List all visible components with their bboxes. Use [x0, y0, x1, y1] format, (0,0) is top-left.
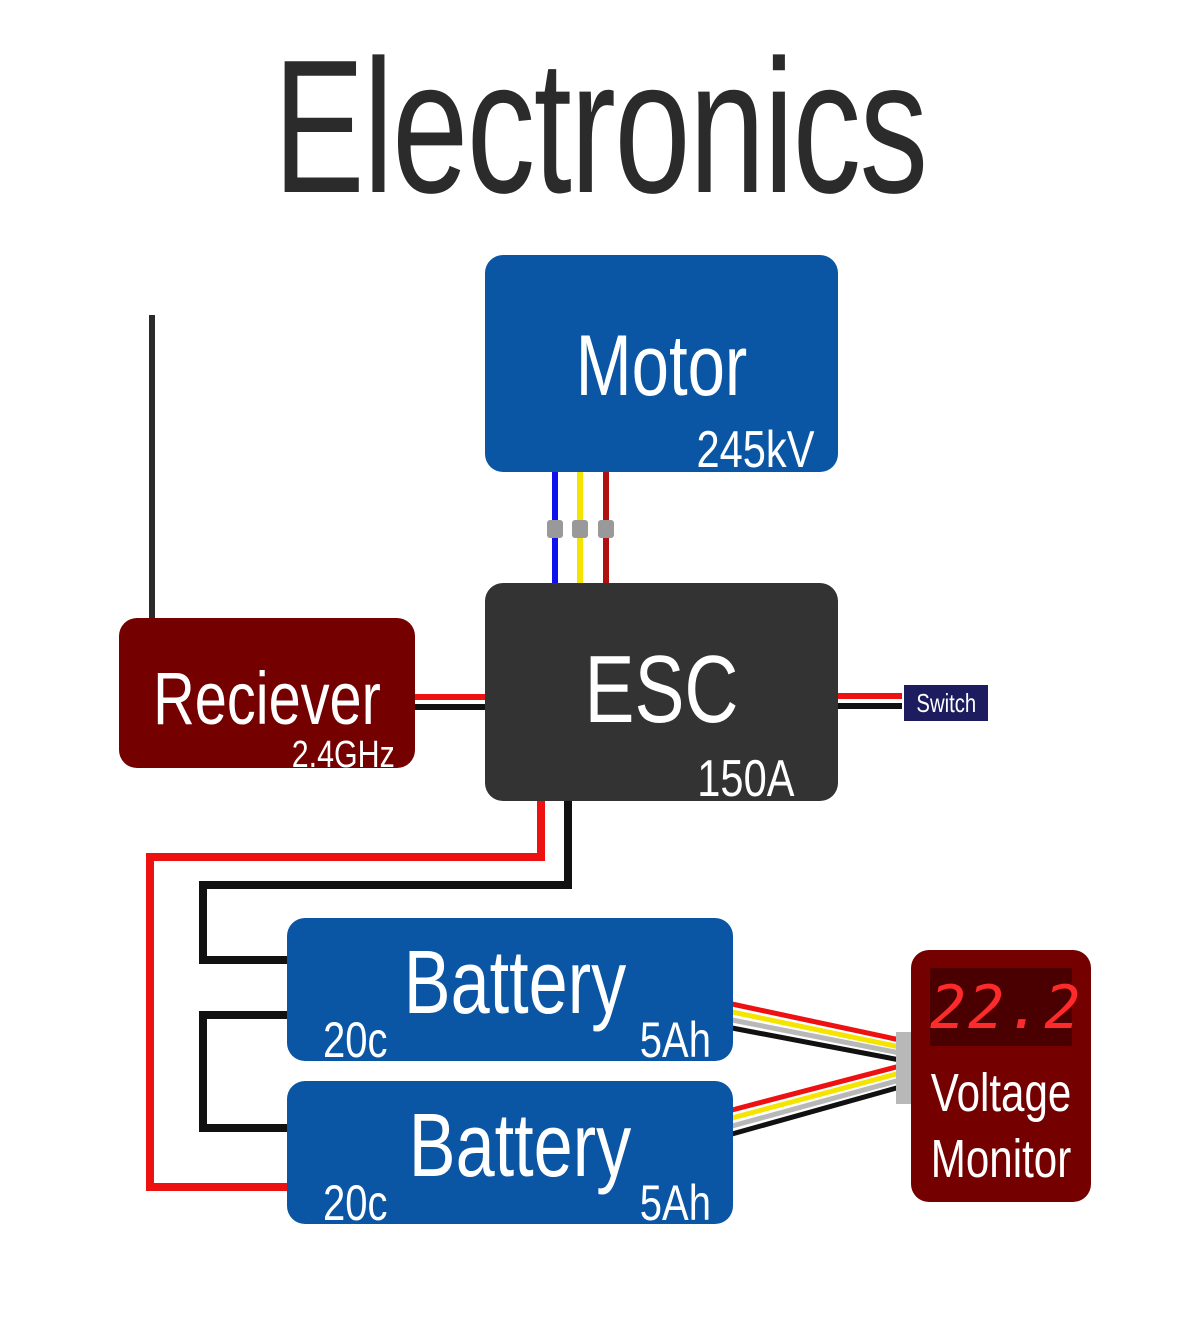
- receiver-rating: 2.4GHz: [291, 734, 395, 768]
- balance2-black: [731, 1084, 901, 1137]
- balance2-red: [731, 1063, 901, 1113]
- balance1-red: [731, 1001, 901, 1043]
- motor-label: Motor: [575, 318, 748, 414]
- battery-c-rating: 20c: [323, 1012, 388, 1061]
- battery-capacity: 5Ah: [639, 1012, 711, 1061]
- receiver-label: Reciever: [153, 657, 381, 740]
- battery-label: Battery: [403, 933, 627, 1033]
- esc-label: ESC: [584, 636, 739, 743]
- esc-box: ESC 150A: [485, 583, 838, 801]
- motor-connector-2: [572, 520, 588, 538]
- balance1-black: [731, 1025, 901, 1063]
- balance2-gray: [731, 1077, 901, 1129]
- battery-label: Battery: [408, 1096, 632, 1196]
- monitor-connector: [896, 1032, 912, 1104]
- balance1-yellow: [731, 1009, 901, 1050]
- voltage-monitor-label-1: Voltage: [930, 1063, 1072, 1123]
- battery-capacity: 5Ah: [639, 1175, 711, 1224]
- switch-label: Switch: [916, 688, 976, 718]
- power-wire-black: [199, 800, 572, 964]
- esc-rating: 150A: [696, 750, 794, 801]
- page-title: Electronics: [273, 21, 928, 233]
- motor-connector-3: [598, 520, 614, 538]
- battery-c-rating: 20c: [323, 1175, 388, 1224]
- battery-box: Battery 20c 5Ah: [287, 1081, 733, 1224]
- motor-connector-1: [547, 520, 563, 538]
- voltage-monitor-label-2: Monitor: [930, 1129, 1072, 1189]
- receiver-box: Reciever 2.4GHz: [119, 618, 415, 768]
- motor-rating: 245kV: [696, 421, 814, 472]
- switch-box: Switch: [902, 683, 990, 723]
- balance1-gray: [731, 1017, 901, 1056]
- motor-box: Motor 245kV: [485, 255, 838, 472]
- voltage-display: 22.2: [930, 968, 1081, 1046]
- series-link-wire: [199, 1011, 292, 1132]
- balance2-yellow: [731, 1070, 901, 1121]
- battery-box: Battery 20c 5Ah: [287, 918, 733, 1061]
- power-wire-red: [146, 800, 545, 1191]
